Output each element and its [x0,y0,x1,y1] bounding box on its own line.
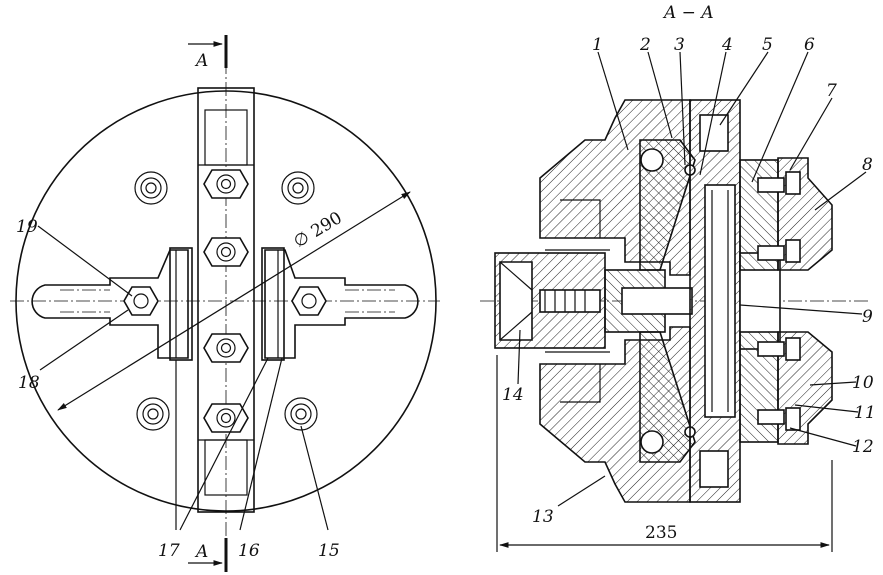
jaw-left [31,247,193,361]
label-3: 3 [674,35,685,55]
screw-bl [136,397,170,431]
bolt-top [203,169,249,199]
lever-upper [639,139,696,271]
label-11: 11 [854,403,876,423]
label-2: 2 [639,35,651,55]
section-mark-top: A [194,51,208,71]
label-18: 18 [18,373,40,393]
section-view: A − A [480,3,876,552]
label-13: 13 [532,507,554,527]
lever-lower [639,331,696,463]
label-10: 10 [852,373,874,393]
label-17: 17 [158,541,180,561]
label-5: 5 [762,35,773,55]
label-7: 7 [826,81,837,101]
section-title: A − A [662,3,714,23]
label-16: 16 [238,541,260,561]
label-19: 19 [16,217,38,237]
front-view: ∅ 290 A A 19 18 17 16 15 [10,35,440,572]
label-1: 1 [592,35,603,55]
screw-tr [281,171,315,205]
bolt-bottom [203,403,249,433]
bolt-upper [203,237,249,267]
bolt-lower [203,333,249,363]
label-15: 15 [318,541,340,561]
section-mark-bottom: A [194,542,208,562]
label-9: 9 [862,307,873,327]
label-14: 14 [502,385,524,405]
label-4: 4 [721,35,733,55]
label-8: 8 [862,155,873,175]
screw-tl [134,171,168,205]
label-6: 6 [804,35,815,55]
label-12: 12 [852,437,874,457]
width-dimension: 235 [645,523,677,543]
diameter-dimension: ∅ 290 [290,208,345,252]
screw-br [284,397,318,431]
jaw-right [261,247,419,361]
